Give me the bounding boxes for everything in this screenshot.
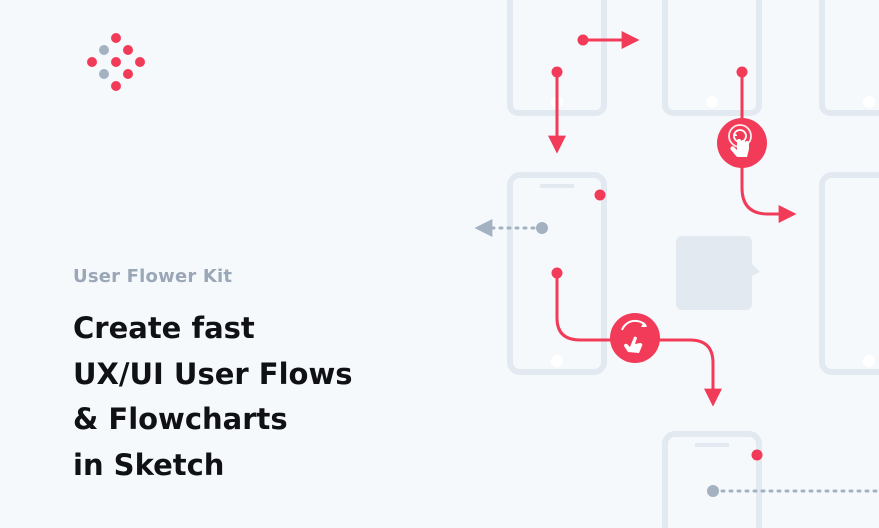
phone-wireframe bbox=[662, 431, 762, 528]
phone-home-button bbox=[706, 96, 718, 108]
phone-wireframe bbox=[819, 0, 879, 116]
headline-line-1: Create fast bbox=[73, 311, 255, 345]
phone-wireframe bbox=[819, 172, 879, 375]
phone-home-button bbox=[863, 355, 875, 367]
kit-logo-icon bbox=[87, 33, 145, 91]
phone-home-button bbox=[551, 96, 563, 108]
phone-home-button bbox=[863, 96, 875, 108]
rotate-gesture-icon bbox=[610, 313, 660, 363]
phone-home-button bbox=[551, 355, 563, 367]
tap-gesture-icon bbox=[717, 118, 767, 168]
flow-dot-gray bbox=[707, 485, 719, 497]
headline-line-3: & Flowcharts bbox=[73, 402, 288, 436]
flow-arrows bbox=[548, 31, 797, 407]
headline-line-2: UX/UI User Flows bbox=[73, 356, 353, 391]
hero-headline: Create fast UX/UI User Flows & Flowchart… bbox=[73, 306, 353, 488]
kit-subtitle: User Flower Kit bbox=[73, 266, 233, 287]
phone-wireframe bbox=[662, 0, 762, 116]
phone-wireframe bbox=[507, 172, 607, 375]
comment-bubble bbox=[676, 236, 760, 310]
flow-dots bbox=[551, 34, 763, 461]
dotted-flow bbox=[474, 219, 879, 493]
flow-dot-gray bbox=[536, 222, 548, 234]
phone-wireframe bbox=[507, 0, 607, 116]
headline-line-4: in Sketch bbox=[73, 447, 225, 482]
